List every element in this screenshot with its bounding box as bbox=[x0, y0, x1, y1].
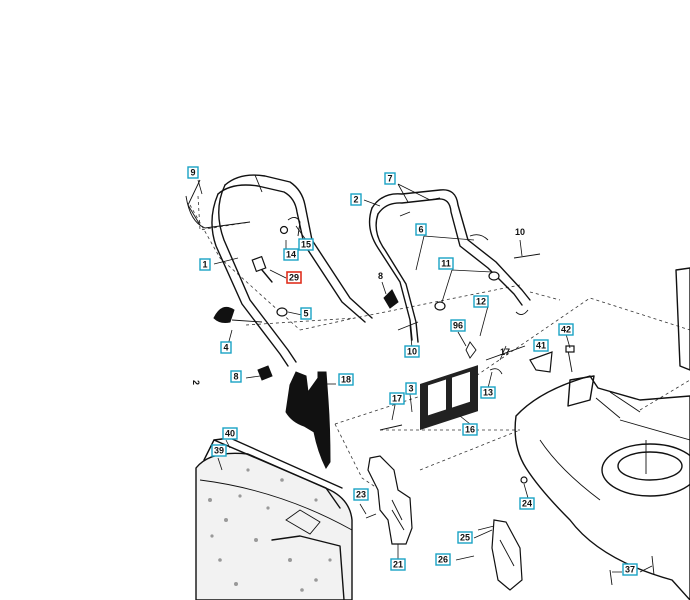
part-label-text: 41 bbox=[536, 341, 546, 351]
part-label-18[interactable]: 18 bbox=[338, 373, 354, 386]
bolt-14 bbox=[279, 225, 289, 235]
part-label-text: 3 bbox=[408, 384, 413, 394]
mower-deck bbox=[514, 267, 690, 600]
part-label-text: 9 bbox=[190, 168, 195, 178]
part-label-25[interactable]: 25 bbox=[457, 531, 473, 544]
part-label-text: 26 bbox=[438, 555, 448, 565]
part-label-text: 10 bbox=[407, 347, 417, 357]
part-label-text: 24 bbox=[522, 499, 532, 509]
plain-label-10: 10 bbox=[515, 227, 525, 237]
part-label-text: 25 bbox=[460, 533, 470, 543]
part-label-23[interactable]: 23 bbox=[353, 488, 369, 501]
part-label-text: 6 bbox=[418, 225, 423, 235]
part-label-41[interactable]: 41 bbox=[533, 339, 549, 352]
part-label-17[interactable]: 17 bbox=[389, 392, 405, 405]
part-label-text: 2 bbox=[353, 195, 358, 205]
part-label-10[interactable]: 10 bbox=[404, 345, 420, 358]
part-41 bbox=[529, 351, 553, 373]
upper-handle-frame bbox=[368, 189, 531, 343]
cable-guide-16 bbox=[420, 365, 478, 430]
part-label-37[interactable]: 37 bbox=[622, 563, 638, 576]
part-label-text: 13 bbox=[483, 388, 493, 398]
part-label-39[interactable]: 39 bbox=[211, 444, 227, 457]
part-label-text: 11 bbox=[441, 259, 451, 269]
part-label-text: 12 bbox=[476, 297, 486, 307]
part-label-4[interactable]: 4 bbox=[220, 341, 232, 354]
part-label-1[interactable]: 1 bbox=[199, 258, 211, 271]
part-label-text: 96 bbox=[453, 321, 463, 331]
plain-label-17: 17 bbox=[500, 347, 510, 357]
part-label-text: 37 bbox=[625, 565, 635, 575]
part-label-40[interactable]: 40 bbox=[222, 427, 238, 440]
side-plate-21 bbox=[367, 455, 413, 545]
part-label-3[interactable]: 3 bbox=[405, 382, 417, 395]
part-label-text: 39 bbox=[214, 446, 224, 456]
part-label-text: 8 bbox=[233, 372, 238, 382]
part-label-6[interactable]: 6 bbox=[415, 223, 427, 236]
part-label-29[interactable]: 29 bbox=[286, 271, 302, 284]
part-label-9[interactable]: 9 bbox=[187, 166, 199, 179]
part-label-15[interactable]: 15 bbox=[298, 238, 314, 251]
part-label-24[interactable]: 24 bbox=[519, 497, 535, 510]
assembly-guide-lines bbox=[189, 195, 690, 501]
part-label-text: 40 bbox=[225, 429, 235, 439]
part-label-text: 18 bbox=[341, 375, 351, 385]
part-label-text: 29 bbox=[289, 273, 299, 283]
part-label-12[interactable]: 12 bbox=[473, 295, 489, 308]
part-label-text: 16 bbox=[465, 425, 475, 435]
hardware bbox=[213, 197, 655, 586]
leader-lines bbox=[197, 179, 653, 573]
part-label-text: 17 bbox=[392, 394, 402, 404]
part-label-16[interactable]: 16 bbox=[462, 423, 478, 436]
part-label-26[interactable]: 26 bbox=[435, 553, 451, 566]
part-label-7[interactable]: 7 bbox=[384, 172, 396, 185]
part-label-21[interactable]: 21 bbox=[390, 558, 406, 571]
part-label-2[interactable]: 2 bbox=[350, 193, 362, 206]
part-label-14[interactable]: 14 bbox=[283, 248, 299, 261]
plate-25 bbox=[491, 519, 523, 591]
part-label-text: 4 bbox=[223, 343, 228, 353]
part-label-text: 42 bbox=[561, 325, 571, 335]
part-label-11[interactable]: 11 bbox=[438, 257, 454, 270]
part-label-8[interactable]: 8 bbox=[230, 370, 242, 383]
side-mark: 2 bbox=[191, 380, 201, 385]
part-label-5[interactable]: 5 bbox=[300, 307, 312, 320]
part-label-text: 7 bbox=[387, 174, 392, 184]
part-label-text: 21 bbox=[393, 560, 403, 570]
part-label-42[interactable]: 42 bbox=[558, 323, 574, 336]
handle-bracket-18 bbox=[285, 371, 331, 469]
part-label-text: 5 bbox=[303, 309, 308, 319]
part-label-text: 14 bbox=[286, 250, 296, 260]
part-label-text: 1 bbox=[202, 260, 207, 270]
part-label-96[interactable]: 96 bbox=[450, 319, 466, 332]
washer-5 bbox=[276, 307, 288, 317]
part-label-13[interactable]: 13 bbox=[480, 386, 496, 399]
part-label-text: 15 bbox=[301, 240, 311, 250]
part-label-text: 23 bbox=[356, 490, 366, 500]
plain-label-8: 8 bbox=[378, 271, 383, 281]
lower-handle-frame bbox=[185, 174, 373, 367]
part-label-layer: 9271141562951141296108317181342411640392… bbox=[187, 166, 638, 576]
